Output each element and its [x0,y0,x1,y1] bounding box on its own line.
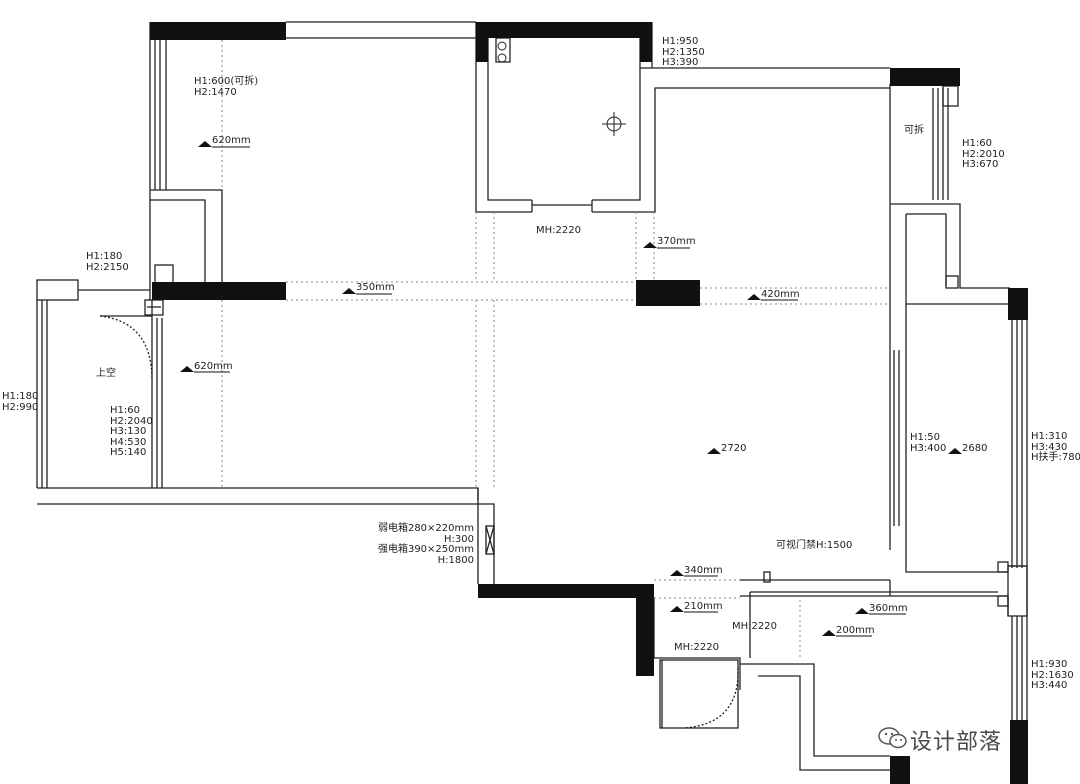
right-room-level: 2680 [962,443,988,454]
right-window-heights: H1:60 H2:2010 H3:670 [962,138,1005,170]
intercom-note: 可视门禁H:1500 [776,540,853,551]
left-door-heights: H1:180 H2:2150 [86,251,129,273]
removable-note: 可拆 [904,125,924,136]
balcony-top-heights: H1:600(可拆) H2:1470 [194,76,259,98]
bathroom-door-height: MH:2220 [536,225,581,236]
right-room-heights: H1:50 H3:400 [910,432,947,454]
level-marker-icon [948,448,962,454]
left-window-heights: H1:60 H2:2040 H3:130 H4:530 H5:140 [110,405,153,458]
level-marker-icon [342,288,356,294]
left-balcony-heights: H1:180 H2:990 [2,391,39,413]
level-marker-icon [747,294,761,300]
level-marker-icon [643,242,657,248]
entry-level-340: 340mm [684,565,723,576]
entry-level-210: 210mm [684,601,723,612]
left-room-level: 620mm [194,361,233,372]
wechat-icon [878,727,907,749]
entry-level-200: 200mm [836,625,875,636]
level-marker-icon [822,630,836,636]
void-note: 上空 [96,368,116,379]
living-room-level: 2720 [721,443,747,454]
entry-level-360: 360mm [869,603,908,614]
level-marker-icon [670,570,684,576]
level-marker-icon [707,448,721,454]
level-marker-icon [670,606,684,612]
corridor-level-370: 370mm [657,236,696,247]
bottom-right-window-heights: H1:930 H2:1630 H3:440 [1031,659,1074,691]
level-marker-icon [198,141,212,147]
right-balcony-heights: H1:310 H3:430 H扶手:780 [1031,431,1080,463]
corridor-level-420: 420mm [761,289,800,300]
entry-opening-height: MH:2220 [732,621,777,632]
level-marker-icon [180,366,194,372]
entry-door-height: MH:2220 [674,642,719,653]
bathroom-heights: H1:950 H2:1350 H3:390 [662,36,705,68]
electrical-boxes-note: 弱电箱280×220mm H:300 强电箱390×250mm H:1800 [377,523,474,566]
top-room-level: 620mm [212,135,251,146]
corridor-level-350: 350mm [356,282,395,293]
watermark-text: 设计部落 [910,730,1003,755]
level-marker-icon [855,608,869,614]
